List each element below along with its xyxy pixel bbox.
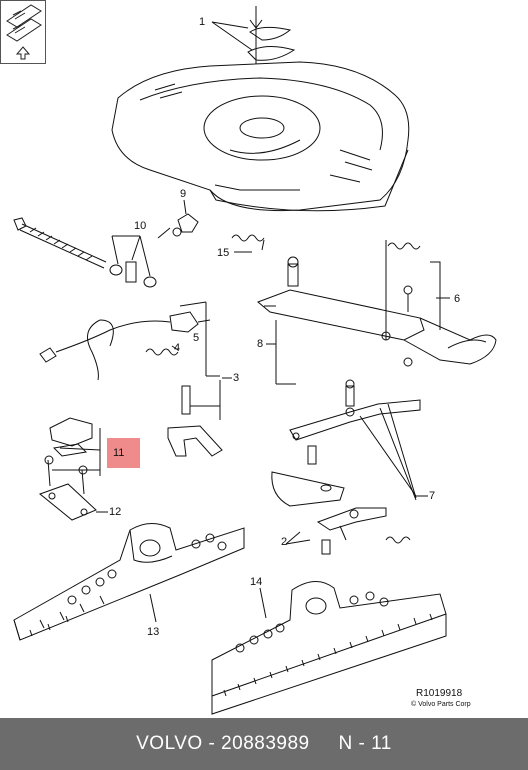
part-3-hook xyxy=(167,375,223,457)
book-icon xyxy=(6,4,42,42)
callout-2: 2 xyxy=(281,536,288,548)
release-lever xyxy=(257,240,497,385)
callout-7: 7 xyxy=(429,490,436,502)
callout-6: 6 xyxy=(454,293,461,305)
highlight-callout-11 xyxy=(107,438,140,468)
callout-13: 13 xyxy=(147,626,160,638)
brand-label: VOLVO xyxy=(136,733,203,754)
part-4-spring xyxy=(145,345,179,356)
callout-3: 3 xyxy=(233,372,240,384)
callout-14: 14 xyxy=(250,576,263,588)
part-14-mount xyxy=(211,581,447,715)
part-13-mount xyxy=(13,523,245,641)
brand-separator: - xyxy=(202,733,222,754)
diagram-position: N - 11 xyxy=(338,733,392,754)
part-11-bracket xyxy=(38,417,108,521)
diagram-reference-code: R1019918 xyxy=(416,688,463,699)
callout-12: 12 xyxy=(109,506,122,518)
part-7-linkage xyxy=(271,379,421,555)
copyright-notice: © Volvo Parts Corp xyxy=(411,701,471,708)
callout-11: 11 xyxy=(113,447,125,459)
callout-5: 5 xyxy=(193,332,200,344)
fifth-wheel-plate xyxy=(111,61,410,212)
orientation-inset xyxy=(0,0,46,64)
part-5-cable xyxy=(39,301,211,381)
footer-bar: VOLVO - 20883989 N - 11 xyxy=(0,718,528,770)
callout-1: 1 xyxy=(199,16,206,28)
callout-15: 15 xyxy=(217,247,230,259)
exploded-parts-diagram xyxy=(13,6,497,715)
callout-9: 9 xyxy=(180,188,187,200)
part-1-clip xyxy=(211,6,296,64)
callout-8: 8 xyxy=(257,338,264,350)
part-10-bolt xyxy=(13,217,157,288)
part-15-spring xyxy=(231,234,265,251)
arrow-up-icon xyxy=(15,46,31,60)
part-9-clamp xyxy=(172,199,199,237)
footer-gap xyxy=(310,733,339,755)
callout-leaders xyxy=(157,227,450,545)
part-number: 20883989 xyxy=(221,733,310,754)
callout-10: 10 xyxy=(134,220,147,232)
callout-4: 4 xyxy=(174,342,181,354)
